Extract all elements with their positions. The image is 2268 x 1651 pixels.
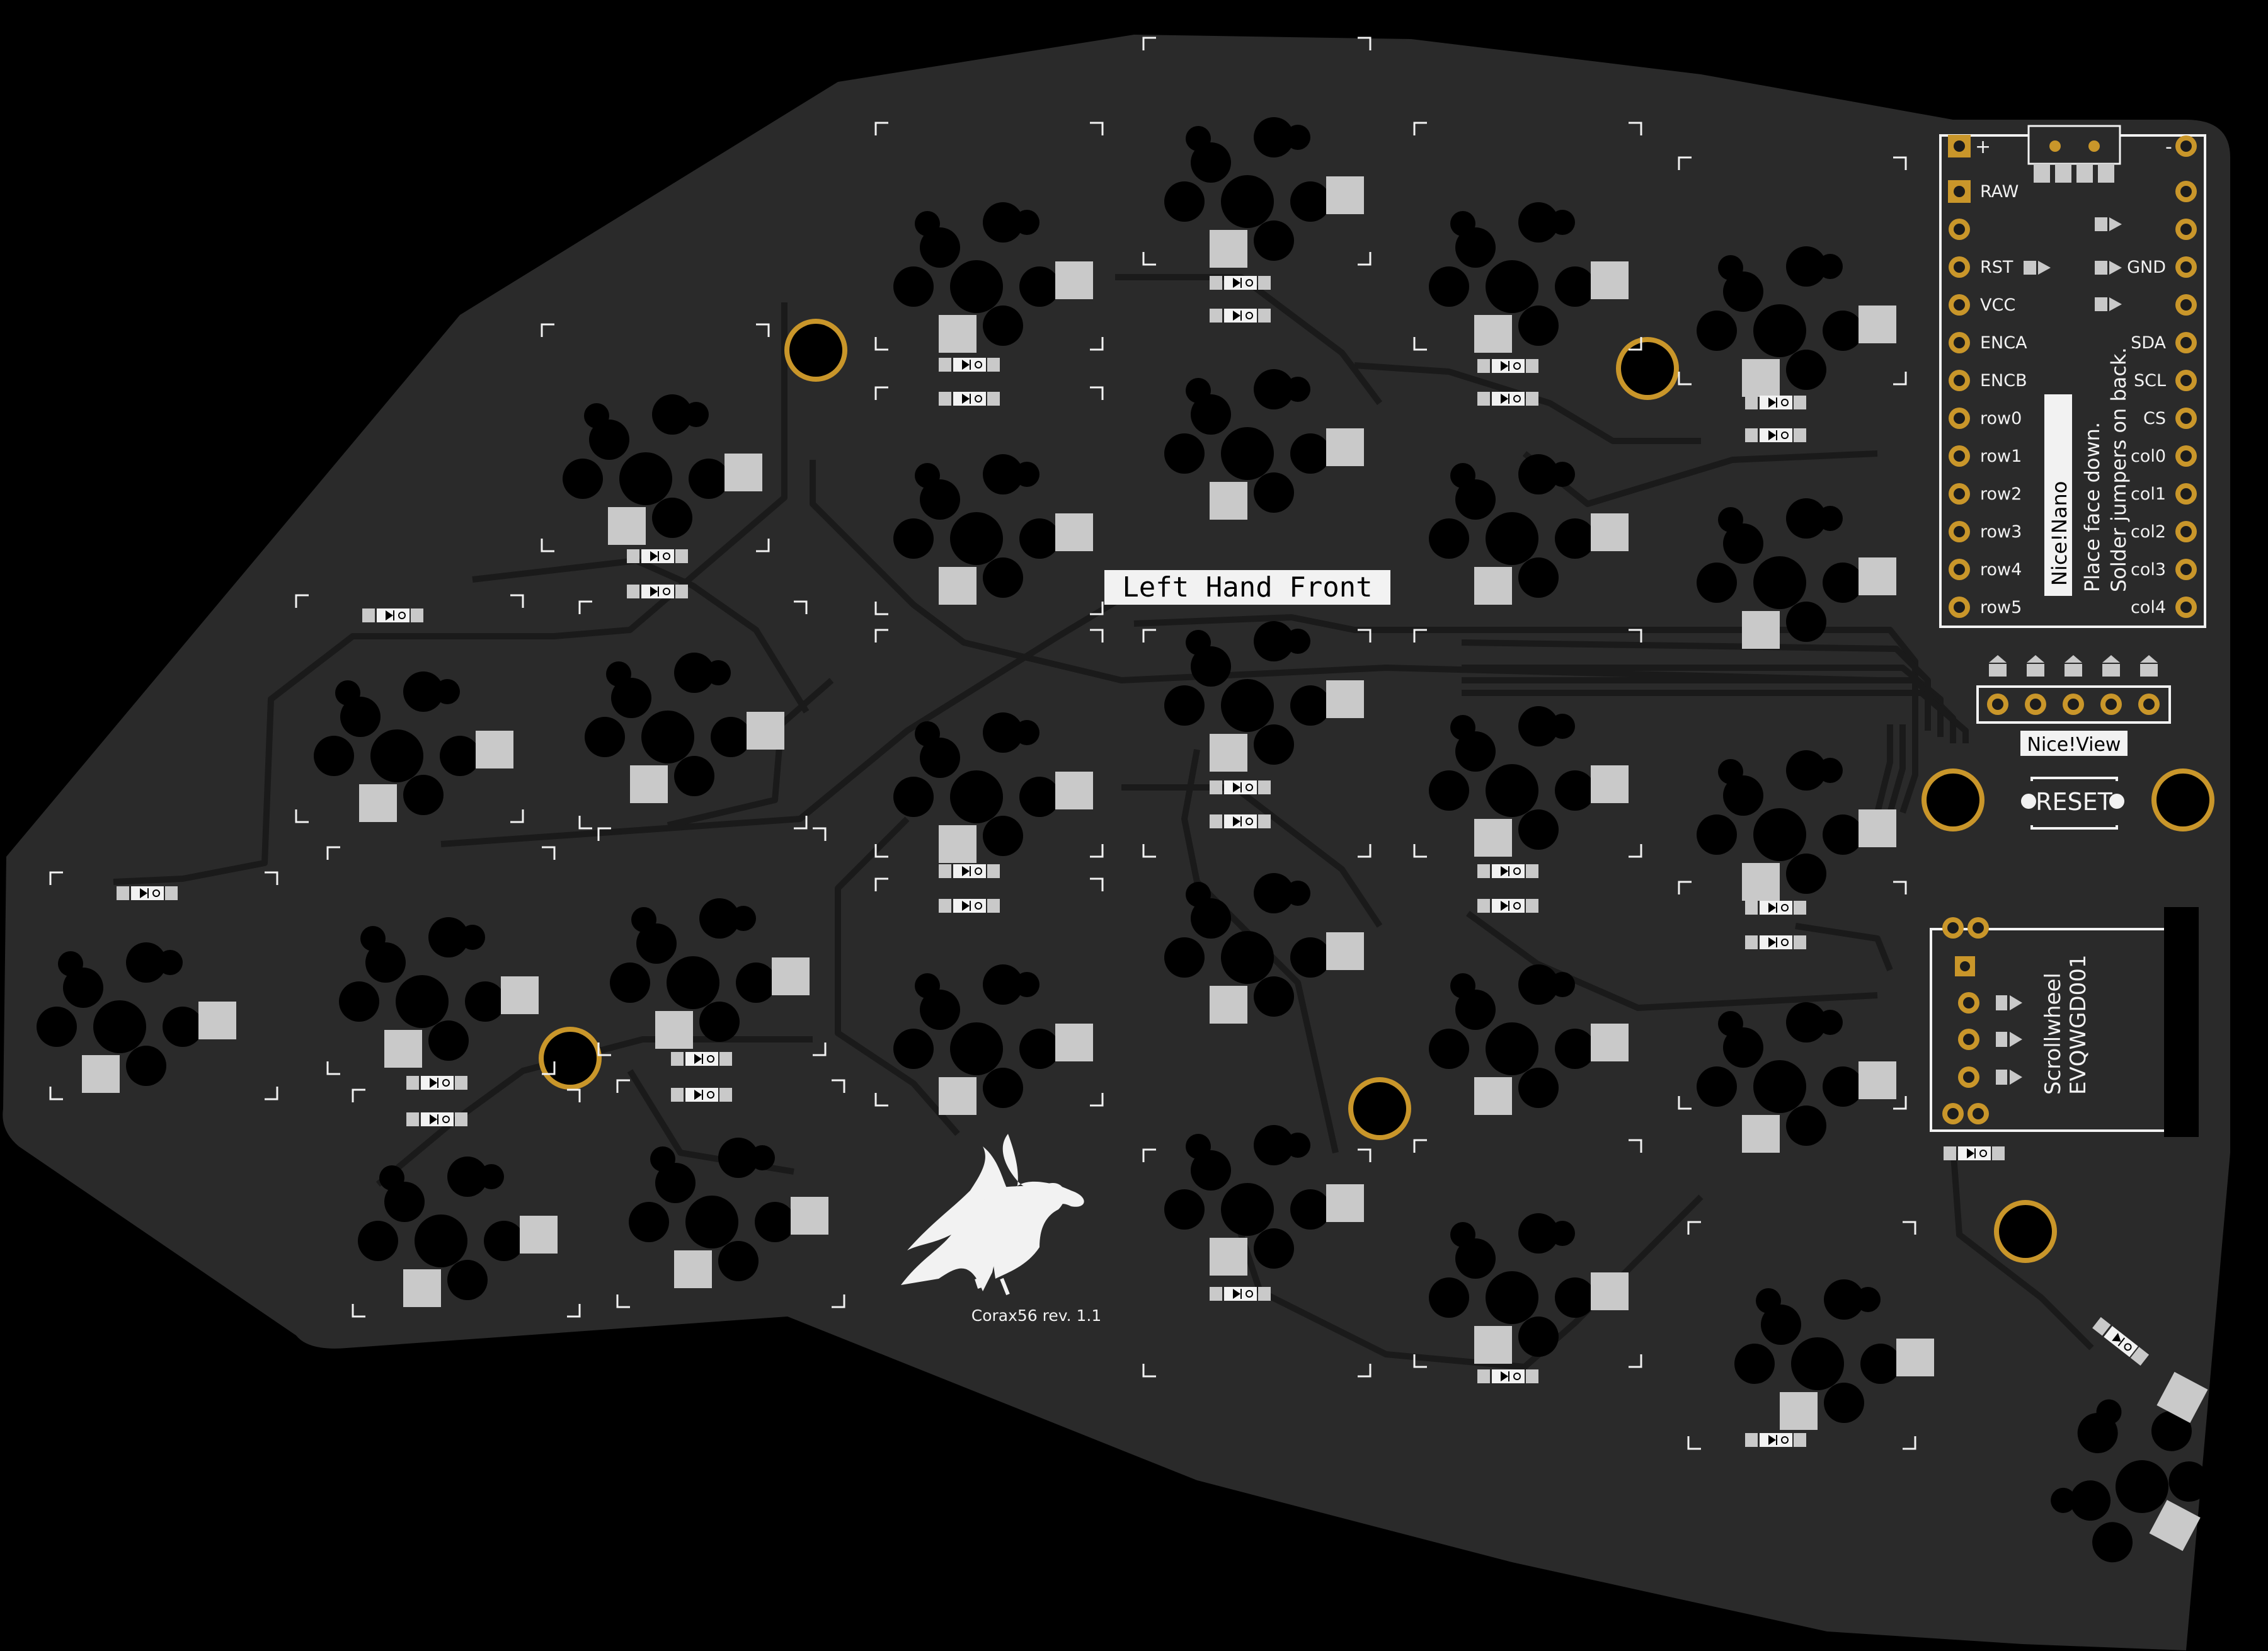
pin-label-right-8: col1	[2131, 484, 2166, 504]
pin-label-left-2: RST	[1980, 258, 2013, 277]
pin-label-right-11: col4	[2131, 598, 2166, 617]
pin-label-left-0: RAW	[1980, 182, 2019, 202]
board-title-text: Left Hand Front	[1122, 571, 1372, 603]
scrollwheel-label: Scrollwheel	[2041, 973, 2066, 1095]
traces	[113, 274, 2094, 1370]
reset-button[interactable]: RESET	[2021, 777, 2124, 830]
board-name: Corax56 rev. 1.1	[971, 1306, 1102, 1325]
plus-label: +	[1975, 136, 1991, 158]
minus-label: -	[2165, 136, 2172, 158]
mcu-name: Nice!Nano	[2048, 481, 2071, 586]
pin-label-left-5: ENCB	[1980, 371, 2027, 391]
pin-label-right-9: col2	[2131, 522, 2166, 542]
display-label: Nice!View	[2027, 734, 2121, 756]
pin-label-right-4: SDA	[2131, 333, 2166, 353]
pin-label-right-7: col0	[2131, 447, 2166, 466]
mcu-note-line1: Place face down.	[2080, 422, 2104, 592]
mcu-note-line2: Solder jumpers on back.	[2107, 347, 2131, 592]
scrollwheel: Scrollwheel EVQWGD001	[1930, 907, 2199, 1137]
pin-label-left-3: VCC	[1980, 295, 2015, 315]
pin-label-left-9: row3	[1980, 522, 2022, 542]
mcu-left-pins	[1948, 135, 1971, 618]
raven-icon	[901, 1134, 1084, 1296]
pin-label-left-10: row4	[1980, 560, 2022, 580]
pin-label-left-4: ENCA	[1980, 333, 2027, 353]
display-connector: Nice!View	[1976, 655, 2171, 756]
pin-label-right-2: GND	[2127, 258, 2166, 277]
pin-label-right-6: CS	[2143, 409, 2166, 428]
board-title: Left Hand Front	[1104, 570, 1390, 605]
pin-label-left-7: row1	[1980, 447, 2022, 466]
pin-label-left-8: row2	[1980, 484, 2022, 504]
mcu-module: + -	[1939, 125, 2206, 628]
scrollwheel-part: EVQWGD001	[2066, 954, 2091, 1095]
pin-label-left-11: row5	[1980, 598, 2022, 617]
pin-label-left-6: row0	[1980, 409, 2022, 428]
pin-label-right-5: SCL	[2134, 371, 2166, 391]
pin-label-right-10: col3	[2131, 560, 2166, 580]
reset-label: RESET	[2036, 788, 2113, 816]
